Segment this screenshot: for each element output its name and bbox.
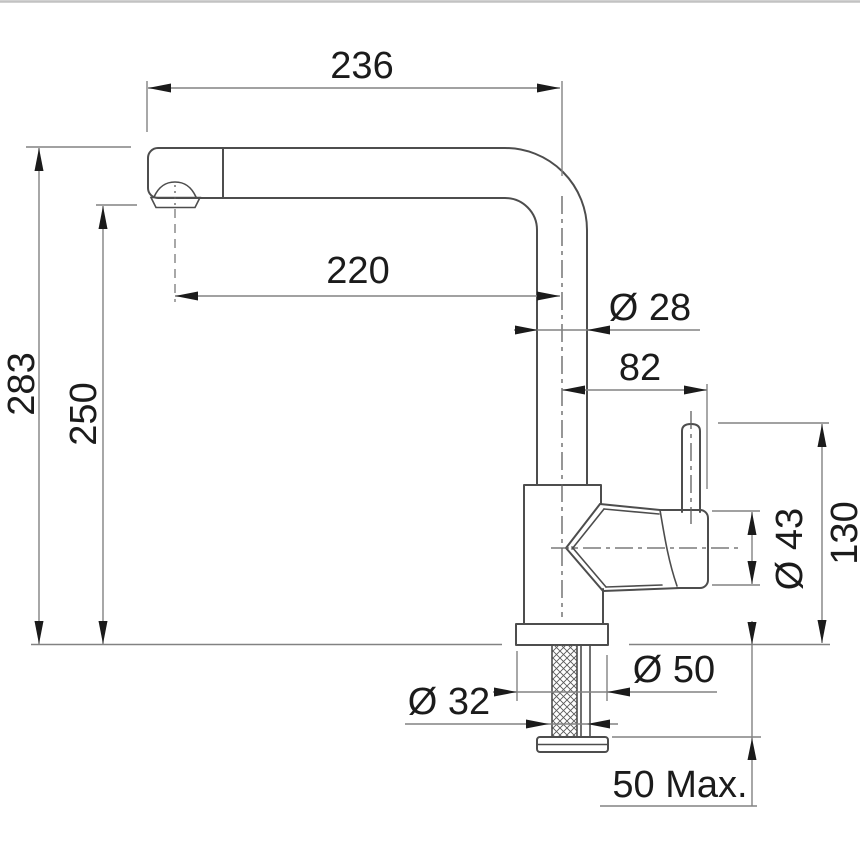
arrow-50-right xyxy=(607,687,630,697)
threaded-shank-edges xyxy=(551,644,578,738)
arrow-130-bottom xyxy=(817,620,827,643)
valve-neck xyxy=(599,503,681,592)
supply-hose xyxy=(580,644,591,738)
spout-head xyxy=(147,147,224,199)
label-250: 250 xyxy=(63,382,105,445)
label-dia-50: Ø 50 xyxy=(633,649,715,691)
label-283: 283 xyxy=(1,352,43,415)
arrowheads xyxy=(34,83,827,760)
arrow-50max-bottom xyxy=(747,738,757,760)
label-dia-32: Ø 32 xyxy=(408,681,490,723)
arrow-130-top xyxy=(817,424,827,447)
arrow-32-left xyxy=(526,719,549,729)
body-column xyxy=(523,484,604,625)
centerlines xyxy=(174,185,739,617)
arrow-250-bottom xyxy=(98,621,108,644)
arrow-220-left xyxy=(175,291,198,301)
faucet-outline xyxy=(147,147,709,753)
threaded-shank-texture xyxy=(552,645,577,737)
arrow-283-top xyxy=(34,148,44,171)
label-dia-28: Ø 28 xyxy=(609,287,691,329)
mounting-nut xyxy=(536,736,609,753)
label-82: 82 xyxy=(619,347,661,389)
arrow-82-left xyxy=(562,385,585,395)
label-220: 220 xyxy=(326,250,389,292)
valve-cone-outer xyxy=(565,503,604,592)
spout-tube-inner xyxy=(222,197,538,485)
aerator-collar xyxy=(149,196,202,209)
arrow-236-left xyxy=(148,83,171,93)
label-236: 236 xyxy=(330,45,393,87)
arrow-220-right xyxy=(537,291,560,301)
arrow-250-top xyxy=(98,206,108,229)
arrow-82-right xyxy=(684,385,707,395)
spout-tube-outer xyxy=(222,147,588,485)
arrow-50-left xyxy=(494,687,517,697)
dimension-labels: 236 220 283 250 Ø 28 82 130 Ø 43 Ø 50 Ø … xyxy=(1,45,860,806)
label-dia-43: Ø 43 xyxy=(769,508,811,590)
arrow-43-top xyxy=(747,512,757,535)
label-50-max: 50 Max. xyxy=(612,764,747,806)
dimension-lines xyxy=(38,87,823,806)
handle-joint-diagonal xyxy=(659,509,678,587)
valve-neck-inner xyxy=(603,508,663,588)
valve-cone-inner xyxy=(571,508,607,588)
arrow-43-bottom xyxy=(747,561,757,584)
extension-lines xyxy=(26,81,830,807)
arrow-50max-top xyxy=(747,622,757,645)
aerator-dome xyxy=(153,181,197,198)
arrow-283-bottom xyxy=(34,621,44,644)
arrow-236-right xyxy=(537,83,560,93)
arrow-28-right xyxy=(587,325,610,335)
base-plate xyxy=(515,623,609,646)
label-130: 130 xyxy=(824,501,860,564)
arrow-28-left xyxy=(515,325,538,335)
arrow-32-right xyxy=(587,719,610,729)
handle-body xyxy=(659,509,709,589)
